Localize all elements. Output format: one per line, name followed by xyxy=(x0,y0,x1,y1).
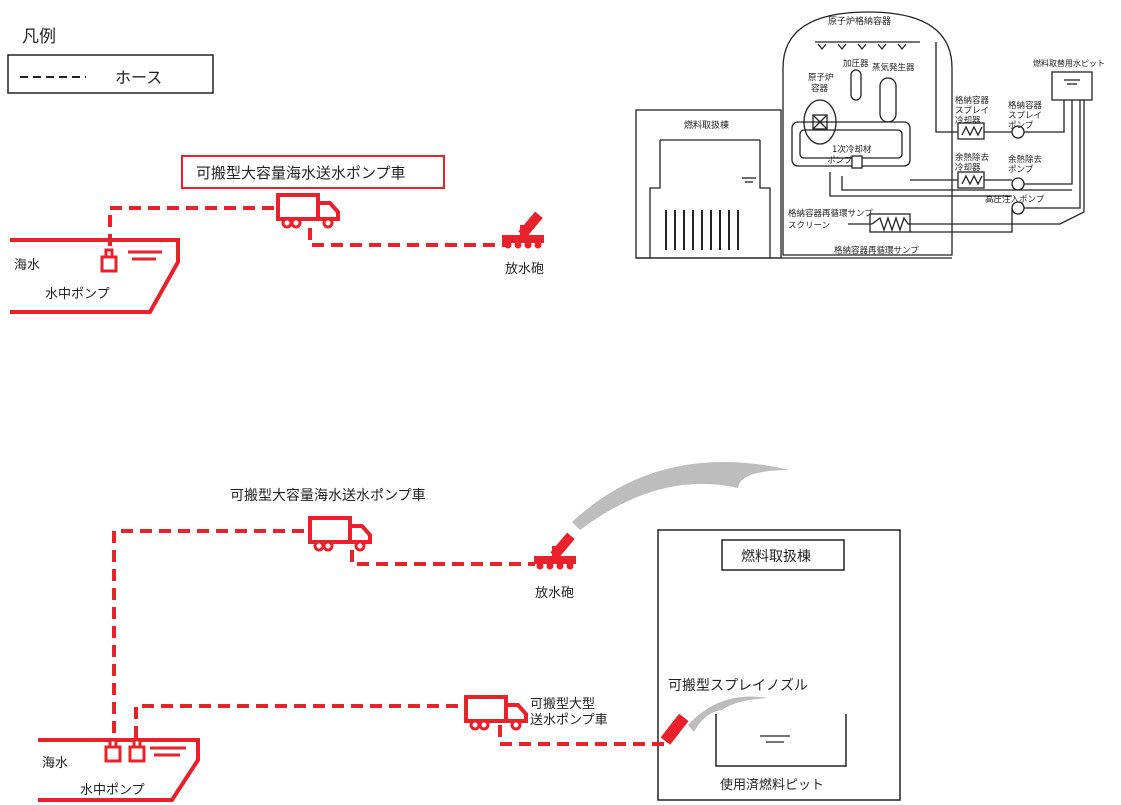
bottom-hose-sea-to-small-truck xyxy=(134,704,466,738)
hpi-pump-label: 高圧注入ポンプ xyxy=(985,194,1045,205)
steam-generator xyxy=(879,77,897,123)
small-pump-truck-label-2: 送水ポンプ車 xyxy=(530,713,608,728)
fuel-building-label: 燃料取扱棟 xyxy=(741,548,811,565)
top-hose-truck-to-cannon xyxy=(308,228,505,247)
reactor-vessel-label-1: 原子炉 xyxy=(808,72,834,83)
fuel-building-box xyxy=(635,109,782,259)
bottom-water-cannon-label: 放水砲 xyxy=(535,586,574,601)
pressurizer-label: 加圧器 xyxy=(843,58,869,69)
cv-spray-pump-label-2: スプレイ xyxy=(1008,111,1042,121)
bottom-hose-small-truck-to-nozzle xyxy=(498,725,664,746)
recirculation-sump-label: 格納容器再循環サンプ xyxy=(834,245,919,256)
top-water-cannon-label: 放水砲 xyxy=(505,262,544,277)
legend-title: 凡例 xyxy=(22,27,56,47)
small-pump-truck-icon xyxy=(464,695,528,731)
nozzle-spray-plume xyxy=(688,696,768,732)
refueling-water-pit xyxy=(1051,71,1093,101)
bottom-submersible-pump-label: 水中ポンプ xyxy=(80,783,145,798)
containment-vessel xyxy=(782,11,953,256)
small-pump-truck-label-1: 可搬型大型 xyxy=(530,697,595,712)
legend-box: ホース xyxy=(7,54,214,94)
sump-screen-label-2: スクリーン xyxy=(788,221,830,231)
primary-coolant-pump-label-2: ポンプ xyxy=(827,156,853,166)
legend-hose-label: ホース xyxy=(115,68,162,87)
cv-spray-pump-label-3: ポンプ xyxy=(1008,121,1034,131)
cv-spray-cooler-label-3: 冷却器 xyxy=(955,115,981,126)
top-sea-basin xyxy=(10,238,180,314)
cv-spray-pump-label-1: 格納容器 xyxy=(1008,100,1043,111)
bottom-scenario: 燃料取扱棟 使用済燃料ピット 可搬型大容量海水送水ポンプ車 放水砲 可搬型大型 … xyxy=(38,461,901,802)
spent-fuel-pit-label: 使用済燃料ピット xyxy=(720,777,824,793)
large-pump-truck-icon xyxy=(308,516,372,552)
fuel-building-label-box xyxy=(721,539,845,571)
spray-nozzle-label: 可搬型スプレイノズル xyxy=(668,678,808,694)
cannon-spray-plume xyxy=(572,461,790,530)
cv-spray-cooler-label-2: スプレイ xyxy=(955,106,989,116)
containment-title: 原子炉格納容器 xyxy=(828,15,891,27)
reactor-vessel-label-2: 容器 xyxy=(811,83,829,94)
top-submersible-pump-icon xyxy=(100,248,118,273)
plant-schematic xyxy=(635,11,1093,259)
spray-nozzle-icon xyxy=(660,713,689,745)
bottom-sea-label: 海水 xyxy=(42,756,68,771)
large-pump-truck-label: 可搬型大容量海水送水ポンプ車 xyxy=(230,487,426,504)
rhr-cooler-label-2: 冷却器 xyxy=(955,162,981,173)
spent-fuel-pit xyxy=(715,714,847,767)
fuel-building-name: 燃料取扱棟 xyxy=(684,119,729,131)
rhr-pump-label-2: ポンプ xyxy=(1008,165,1034,175)
top-submersible-pump-label: 水中ポンプ xyxy=(45,287,110,302)
top-water-cannon-icon xyxy=(502,211,544,249)
top-pump-truck-label: 可搬型大容量海水送水ポンプ車 xyxy=(196,164,406,182)
steam-generator-label: 蒸気発生器 xyxy=(872,62,915,73)
top-pump-truck-icon xyxy=(276,193,340,229)
bottom-sea-basin xyxy=(38,738,200,802)
plant-labels: 原子炉格納容器 燃料取扱棟 原子炉 容器 加圧器 蒸気発生器 1次冷却材 ポンプ… xyxy=(684,15,1105,256)
top-hose-sea-to-truck xyxy=(108,206,278,246)
primary-coolant-pump-label-1: 1次冷却材 xyxy=(832,144,872,155)
primary-coolant-pump xyxy=(851,155,863,169)
bottom-water-cannon-icon xyxy=(534,532,576,570)
top-pump-truck-label-box xyxy=(181,155,445,189)
refueling-water-pit-label: 燃料取替用水ピット xyxy=(1033,58,1105,68)
sump-screen-label-1: 格納容器再循環サンプ xyxy=(788,208,873,219)
rhr-pump xyxy=(1011,177,1025,191)
cv-spray-cooler-label-1: 格納容器 xyxy=(955,95,990,106)
bottom-hose-large-truck-to-cannon xyxy=(350,550,535,566)
top-sea-label: 海水 xyxy=(14,258,40,273)
rhr-pump-label-1: 余熱除去 xyxy=(1008,154,1043,165)
rhr-cooler-label-1: 余熱除去 xyxy=(955,152,990,163)
bottom-submersible-pump-icon-2 xyxy=(128,738,146,763)
bottom-submersible-pump-icon-1 xyxy=(104,738,122,763)
fuel-building-outline xyxy=(657,529,901,801)
top-scenario: 可搬型大容量海水送水ポンプ車 海水 水中ポンプ 放水砲 xyxy=(10,155,544,314)
pressurizer xyxy=(850,69,862,101)
bottom-hose-sea-to-large-truck xyxy=(112,529,310,733)
